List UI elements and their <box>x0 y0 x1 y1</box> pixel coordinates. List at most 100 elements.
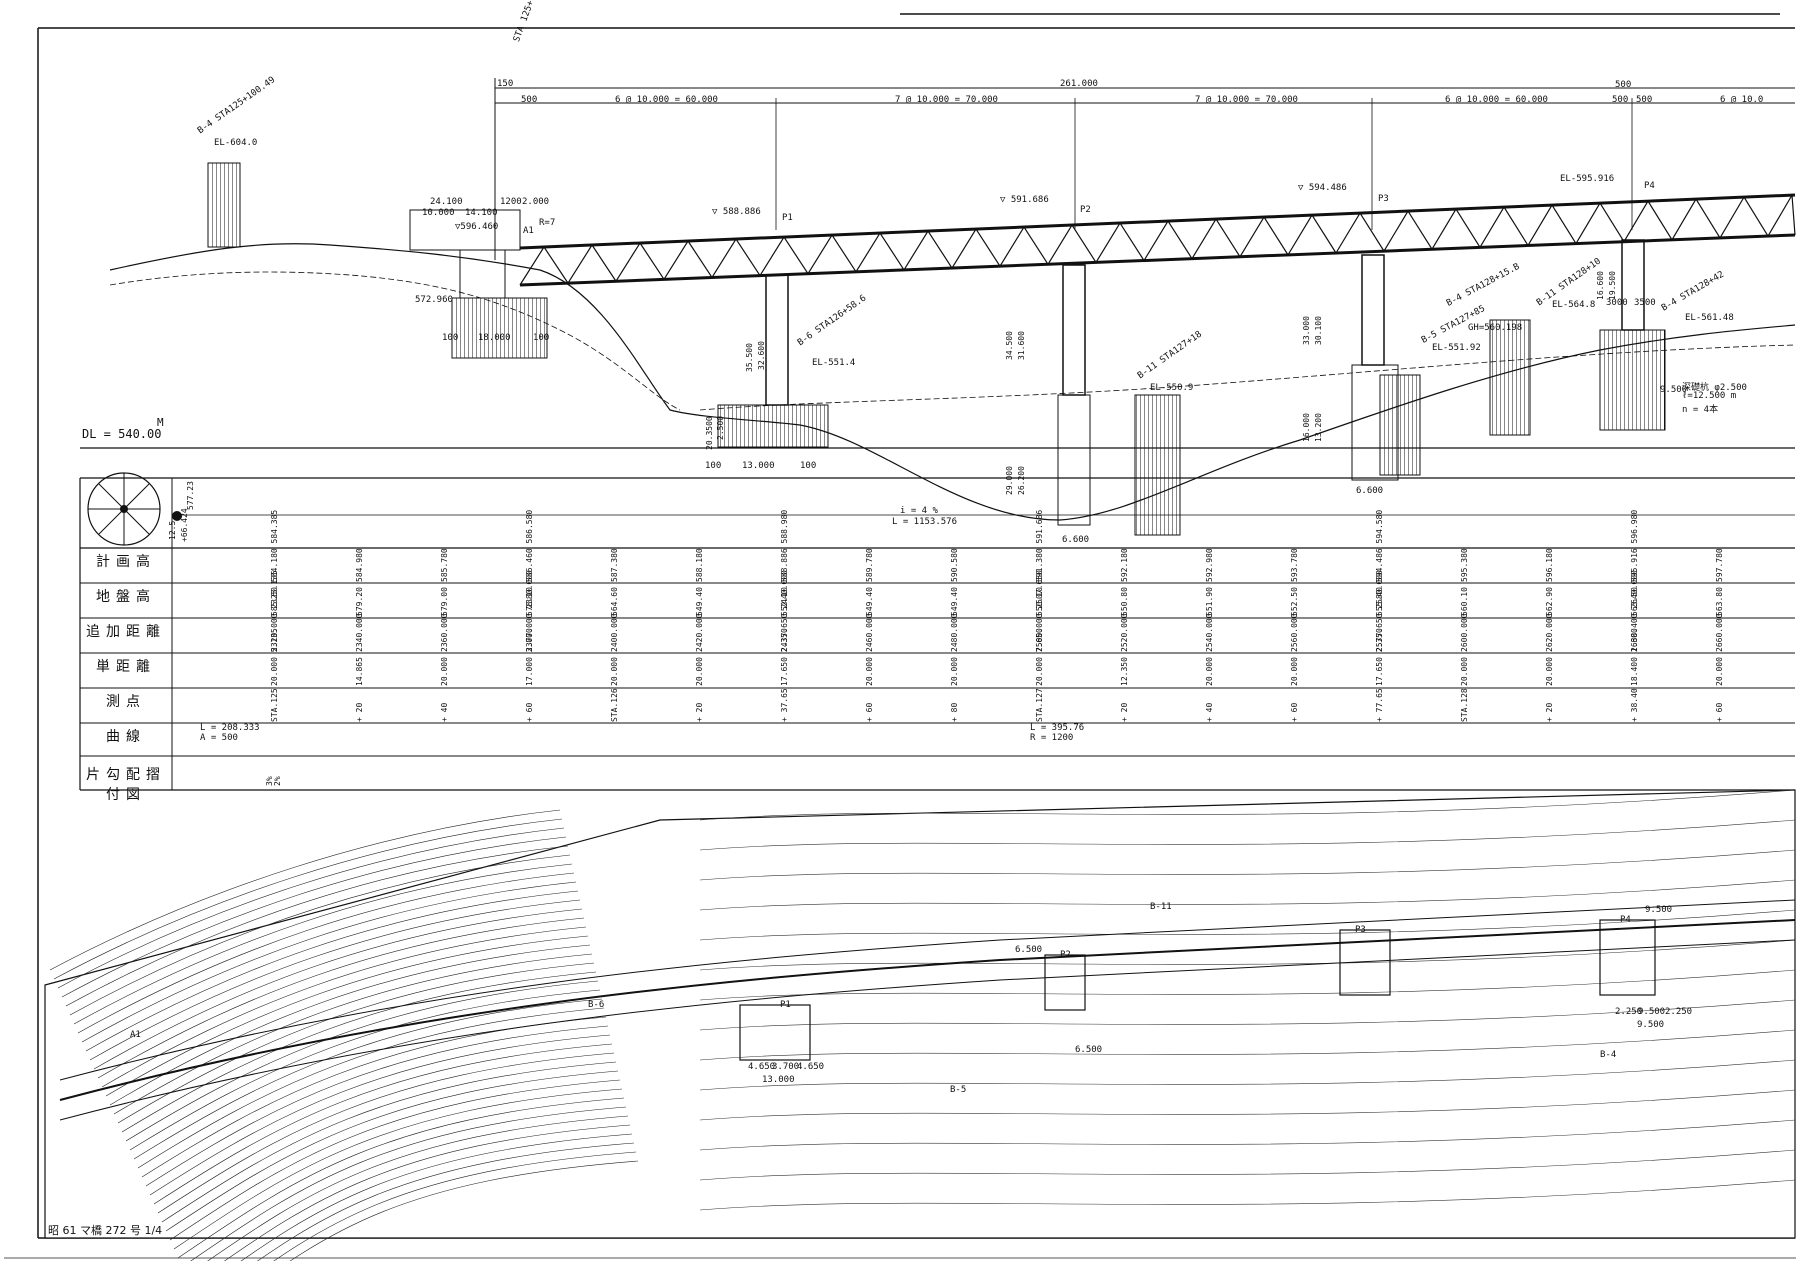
truss-member <box>1743 196 1769 237</box>
table-cell-plan: 595.380 <box>1460 548 1469 582</box>
table-cell-dist: 20.000 <box>695 657 704 686</box>
table-cell-dist: 20.000 <box>440 657 449 686</box>
profile-table-grid <box>79 477 1795 791</box>
span-4-dim: 6 @ 10.000 = 60.000 <box>1445 95 1548 105</box>
road-edge-upper <box>59 899 1796 1081</box>
abutment-elev: ▽596.460 <box>455 222 499 232</box>
boring-b4b-el: GH=560.198 <box>1468 323 1523 333</box>
contour-line <box>53 818 563 980</box>
table-row-label: 片勾配摺付図 <box>86 767 166 803</box>
table-cell-cumdist: 2420.000 <box>695 613 704 652</box>
table-cell-ground: 549.40 <box>950 587 959 616</box>
right-500a-dim: 500 <box>1615 80 1632 90</box>
truss-member <box>903 230 929 271</box>
table-cell-dist: 20.000 <box>610 657 619 686</box>
contour-line <box>169 1079 621 1241</box>
contour-line <box>81 881 577 1043</box>
abutment-footing-side-r: 100 <box>533 333 550 343</box>
contour-line <box>149 1034 611 1196</box>
truss-member <box>1503 206 1529 246</box>
table-cell-cumdist: 2480.000 <box>950 613 959 652</box>
contour-line <box>113 953 593 1115</box>
p4-height-a: 16.600 <box>1596 271 1605 300</box>
p1-height-a: 35.500 <box>745 343 754 372</box>
contour-line <box>699 1179 1796 1211</box>
truss-member <box>567 244 593 284</box>
curve-mid-r: R = 1200 <box>1030 733 1074 743</box>
truss-member <box>1071 224 1097 263</box>
contour-line <box>216 1124 631 1266</box>
compass-sta: 577.23 <box>186 481 195 510</box>
p4-boring-el: EL-561.48 <box>1685 313 1734 323</box>
truss-member <box>735 238 761 276</box>
compass-v2: +66.424 <box>180 508 189 542</box>
contour-line <box>121 971 597 1133</box>
p2-boring-el: EL-550.9 <box>1150 383 1194 393</box>
table-cell-cumdist: 2560.000 <box>1290 613 1299 652</box>
datum-marker: M <box>157 416 164 429</box>
table-cell-station: + 60 <box>1290 702 1299 722</box>
plan-label: B-11 <box>1150 902 1172 912</box>
p4-label: P4 <box>1644 181 1655 191</box>
contour-line <box>177 1097 625 1259</box>
plan-label: 2.250 <box>1615 1007 1643 1017</box>
p3-height-b: 30.100 <box>1314 316 1323 345</box>
ground-profile-2 <box>109 271 1796 411</box>
contour-line <box>77 872 575 1034</box>
truss-member <box>1239 216 1265 258</box>
contour-line <box>699 849 1796 881</box>
contour-line <box>93 908 583 1070</box>
p2-height-a: 34.500 <box>1005 331 1014 360</box>
table-cell-dist: 20.000 <box>1290 657 1299 686</box>
truss-member <box>687 240 713 278</box>
contour-line <box>199 1115 629 1266</box>
contour-line <box>249 1142 635 1266</box>
contour-line <box>699 1089 1796 1121</box>
truss-member <box>591 244 617 282</box>
plan-label: 6.500 <box>1075 1045 1103 1055</box>
table-cell-plan: 589.780 <box>865 548 874 582</box>
table-cell-station: STA.127 <box>1035 688 1044 722</box>
contour-line <box>105 935 589 1097</box>
table-cell-station: + 60 <box>1715 702 1724 722</box>
pile-note-3: n = 4本 <box>1682 405 1719 415</box>
curve-left-a: A = 500 <box>200 733 238 743</box>
truss-member <box>1551 204 1577 244</box>
contour-line <box>699 939 1796 971</box>
contour-line <box>699 909 1796 941</box>
table-cell-plan: 587.380 <box>610 548 619 582</box>
p4-base-a: 3000 <box>1606 298 1628 308</box>
plan-label: 9.500 <box>1645 905 1673 915</box>
boring-a1-el: EL-604.0 <box>214 138 258 148</box>
curve-left-l: L = 208.333 <box>200 723 260 733</box>
contour-lines <box>49 789 1796 1266</box>
contour-line <box>282 1160 639 1266</box>
plan-label: P3 <box>1355 925 1366 935</box>
table-cell-plan: 592.980 <box>1205 548 1214 582</box>
plan-label: 2.250 <box>1665 1007 1693 1017</box>
truss-member <box>1791 195 1796 236</box>
contour-line <box>65 845 569 1007</box>
datum-label: DL = 540.00 <box>82 427 162 441</box>
contour-line <box>97 917 585 1079</box>
table-row-label: 単距離 <box>96 659 156 675</box>
truss-member <box>1575 202 1601 244</box>
compass-v1: 12.5 <box>168 520 177 540</box>
plan-label: 6.500 <box>1015 945 1043 955</box>
p2-footing: 6.600 <box>1062 535 1090 545</box>
p1-height-b: 32.600 <box>757 341 766 370</box>
truss-member <box>1455 208 1481 248</box>
p1-elev: ▽ 588.886 <box>712 207 761 217</box>
table-cell-cumdist: 2660.000 <box>1715 613 1724 652</box>
contour-line <box>699 789 1796 821</box>
table-cell-dist: 17.650 2.350 <box>780 628 789 686</box>
p3-base-a: 16.000 <box>1302 413 1311 442</box>
table-cell-dist: 17.650 2.350 <box>1375 628 1384 686</box>
truss-member <box>615 242 641 282</box>
table-cell-station: + 40 <box>440 702 449 722</box>
plan-label: 3.700 <box>772 1062 800 1072</box>
table-cell-plan: 584.980 <box>355 548 364 582</box>
contour-line <box>699 1119 1796 1151</box>
abutment-label: A1 <box>523 226 534 236</box>
